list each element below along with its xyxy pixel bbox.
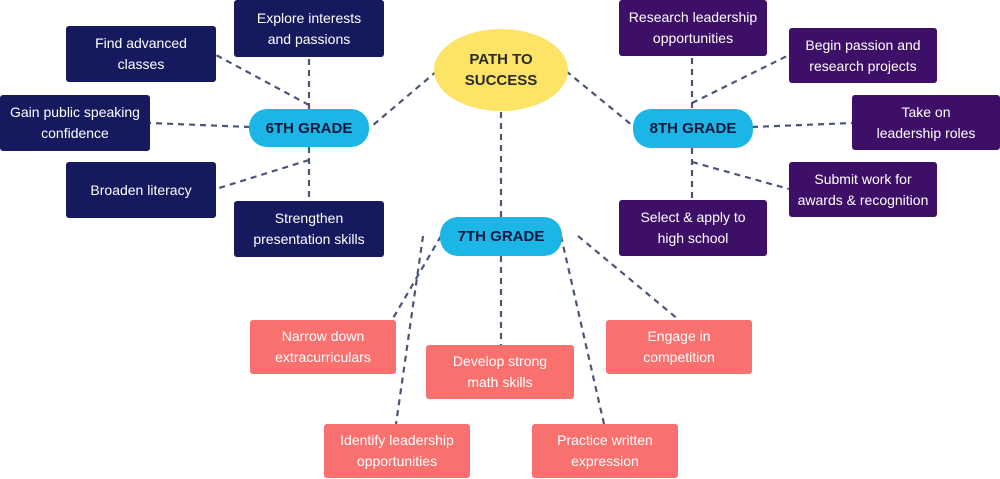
grade6-item-presentation-skills: Strengthen presentation skills bbox=[234, 201, 384, 257]
connector-7th-narrow bbox=[391, 235, 442, 321]
grade-7-node: 7TH GRADE bbox=[440, 217, 562, 256]
path-to-success-node: PATH TO SUCCESS bbox=[434, 29, 568, 111]
grade7-item-math-skills: Develop strong math skills bbox=[426, 345, 574, 399]
grade6-item-broaden-literacy: Broaden literacy bbox=[66, 162, 216, 218]
connector-6th-speaking bbox=[149, 121, 251, 129]
connector-center-8th bbox=[565, 70, 634, 127]
grade6-item-find-advanced-classes: Find advanced classes bbox=[66, 26, 216, 82]
grade7-item-competition: Engage in competition bbox=[606, 320, 752, 374]
connector-8th-leadership bbox=[751, 121, 853, 129]
grade7-item-identify-leadership: Identify leadership opportunities bbox=[324, 424, 470, 478]
grade-6-node: 6TH GRADE bbox=[249, 109, 369, 147]
grade8-item-research-leadership: Research leadership opportunities bbox=[619, 0, 767, 56]
grade-8-node: 8TH GRADE bbox=[633, 109, 753, 148]
connector-8th-passion bbox=[691, 54, 790, 104]
grade8-item-apply-high-school: Select & apply to high school bbox=[619, 200, 767, 256]
grade7-item-written-expression: Practice written expression bbox=[532, 424, 678, 478]
grade6-item-public-speaking: Gain public speaking confidence bbox=[0, 95, 150, 151]
grade6-item-explore-interests: Explore interests and passions bbox=[234, 0, 384, 57]
grade8-item-passion-projects: Begin passion and research projects bbox=[789, 28, 937, 83]
connector-8th-awards bbox=[691, 160, 790, 191]
connector-center-6th bbox=[371, 70, 438, 127]
connector-7th-identify bbox=[394, 235, 425, 425]
connector-6th-advanced bbox=[215, 54, 310, 106]
grade8-item-awards-recognition: Submit work for awards & recognition bbox=[789, 162, 937, 217]
grade8-item-leadership-roles: Take on leadership roles bbox=[852, 95, 1000, 150]
connector-6th-literacy bbox=[215, 158, 310, 191]
grade7-item-narrow-extracurriculars: Narrow down extracurriculars bbox=[250, 320, 396, 374]
